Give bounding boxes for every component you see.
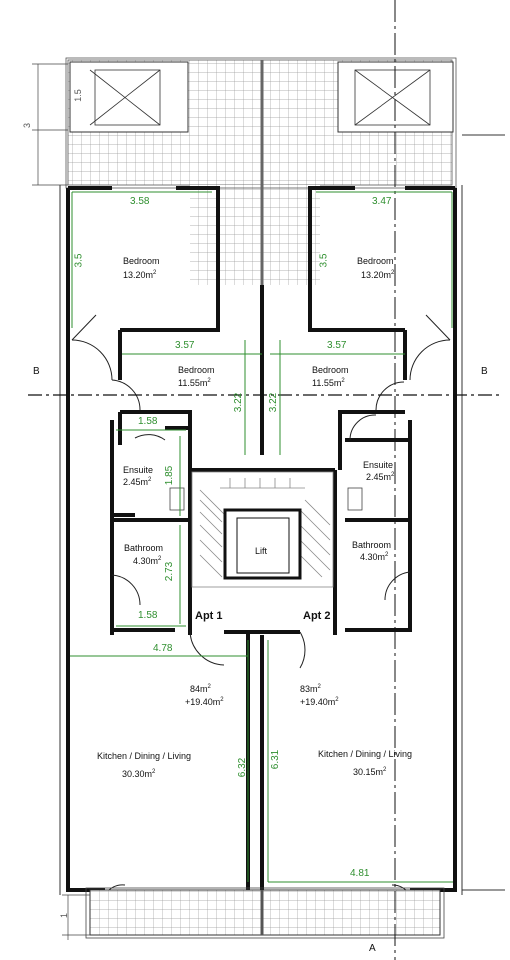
right-wet-rooms: [345, 420, 412, 632]
room-area-bedroom-left: 13.20m2: [123, 270, 157, 280]
dim-bedroom2-right-depth: 3.22: [268, 392, 280, 413]
section-mark-b-left: B: [33, 366, 40, 377]
dim-bedroom-left-width: 3.58: [130, 196, 150, 207]
green-dimension-lines: [70, 191, 453, 883]
room-name-bedroom-left: Bedroom: [123, 256, 160, 266]
dim-bedroom2-right-width: 3.57: [327, 340, 347, 351]
dim-ensuite-width: 1.58: [138, 416, 158, 427]
apartment-1-label: Apt 1: [195, 610, 223, 622]
doors: [71, 314, 451, 896]
room-name-bedroom2-left: Bedroom: [178, 365, 215, 375]
dim-terrace-depth: 3: [22, 122, 33, 129]
apartment-2-extra-area: +19.40m2: [300, 697, 339, 707]
room-name-ensuite-right: Ensuite: [363, 460, 394, 470]
room-area-bedroom-right: 13.20m2: [361, 270, 395, 280]
dim-kdl-right-width: 4.81: [350, 868, 370, 879]
apartment-2-label: Apt 2: [303, 610, 331, 622]
dim-lightwell-depth: 1.5: [72, 89, 83, 102]
room-area-bedroom2-left: 11.55m2: [178, 378, 211, 388]
dim-bathroom-width: 1.58: [138, 610, 158, 621]
room-area-kdl-right: 30.15m2: [353, 767, 387, 777]
dim-bedroom-right-width: 3.47: [372, 196, 392, 207]
room-area-ensuite-right: 2.45m2: [366, 472, 395, 482]
room-name-bedroom2-right: Bedroom: [312, 365, 349, 375]
room-area-ensuite-left: 2.45m2: [123, 477, 152, 487]
room-area-kdl-left: 30.30m2: [122, 769, 156, 779]
left-wet-rooms: [110, 420, 190, 635]
room-area-bedroom2-right: 11.55m2: [312, 378, 345, 388]
dim-balcony-depth: 1: [59, 912, 70, 919]
dim-bathroom-depth: 2.73: [164, 561, 176, 582]
lift-label: Lift: [255, 546, 268, 556]
dim-bedroom2-left-depth: 3.22: [233, 392, 245, 413]
room-name-kdl-left: Kitchen / Dining / Living: [97, 751, 192, 761]
dim-kdl-left-depth: 6.32: [237, 757, 249, 778]
room-name-ensuite-left: Ensuite: [123, 465, 154, 475]
section-mark-b-right: B: [481, 366, 488, 377]
apartment-2-area: 83m2: [300, 684, 321, 694]
room-name-bathroom-left: Bathroom: [124, 543, 164, 553]
dim-ensuite-depth: 1.85: [164, 465, 176, 486]
staircase: [191, 471, 334, 588]
room-name-bedroom-right: Bedroom: [357, 256, 394, 266]
dim-bedroom-left-depth: 3.5: [73, 253, 85, 268]
room-name-kdl-right: Kitchen / Dining / Living: [318, 749, 413, 759]
room-area-bathroom-right: 4.30m2: [360, 552, 389, 562]
apartment-1-area: 84m2: [190, 684, 211, 694]
apartment-1-extra-area: +19.40m2: [185, 697, 224, 707]
bedroom-walls: [118, 330, 407, 470]
dim-kdl-right-depth: 6.31: [270, 749, 282, 770]
dim-bedroom-right-depth: 3.5: [318, 253, 330, 268]
outer-dimension-lines: [32, 63, 90, 940]
light-well-left: [69, 61, 189, 133]
dim-kdl-left-width: 4.78: [153, 643, 173, 654]
room-name-bathroom-right: Bathroom: [352, 540, 392, 550]
dim-bedroom2-left-width: 3.57: [175, 340, 195, 351]
room-area-bathroom-left: 4.30m2: [133, 556, 162, 566]
lift-shaft: [223, 508, 302, 580]
bottom-balcony: [85, 887, 445, 939]
section-mark-a: A: [369, 943, 376, 954]
site-boundary: [59, 134, 505, 895]
